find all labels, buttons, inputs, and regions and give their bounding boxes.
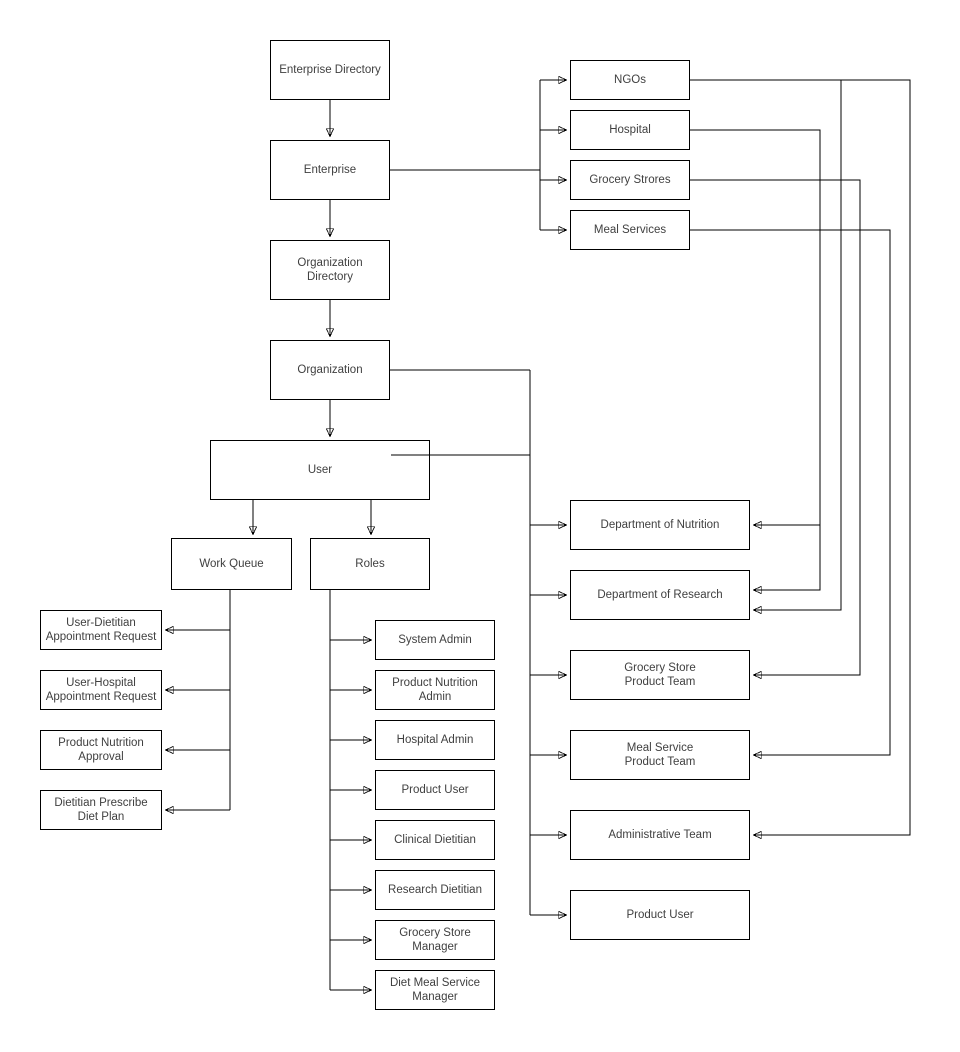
node-product-nutrition-approval[interactable]: Product Nutrition Approval — [40, 730, 162, 770]
node-user[interactable]: User — [210, 440, 430, 500]
node-product-user[interactable]: Product User — [570, 890, 750, 940]
node-enterprise[interactable]: Enterprise — [270, 140, 390, 200]
node-clinical-dietitian[interactable]: Clinical Dietitian — [375, 820, 495, 860]
node-organization-directory[interactable]: Organization Directory — [270, 240, 390, 300]
node-research-dietitian[interactable]: Research Dietitian — [375, 870, 495, 910]
node-department-of-research[interactable]: Department of Research — [570, 570, 750, 620]
node-user-hospital-appointment-request[interactable]: User-Hospital Appointment Request — [40, 670, 162, 710]
node-product-user-role[interactable]: Product User — [375, 770, 495, 810]
node-enterprise-directory[interactable]: Enterprise Directory — [270, 40, 390, 100]
node-meal-services[interactable]: Meal Services — [570, 210, 690, 250]
node-system-admin[interactable]: System Admin — [375, 620, 495, 660]
node-meal-service-product-team[interactable]: Meal Service Product Team — [570, 730, 750, 780]
node-grocery-stores[interactable]: Grocery Strores — [570, 160, 690, 200]
node-work-queue[interactable]: Work Queue — [171, 538, 292, 590]
enterprise-branch-edges — [390, 80, 566, 230]
node-hospital-admin[interactable]: Hospital Admin — [375, 720, 495, 760]
roles-edges — [329, 590, 371, 990]
node-product-nutrition-admin[interactable]: Product Nutrition Admin — [375, 670, 495, 710]
node-hospital[interactable]: Hospital — [570, 110, 690, 150]
node-dietitian-prescribe-diet-plan[interactable]: Dietitian Prescribe Diet Plan — [40, 790, 162, 830]
node-user-dietitian-appointment-request[interactable]: User-Dietitian Appointment Request — [40, 610, 162, 650]
node-grocery-store-manager[interactable]: Grocery Store Manager — [375, 920, 495, 960]
node-diet-meal-service-manager[interactable]: Diet Meal Service Manager — [375, 970, 495, 1010]
node-organization[interactable]: Organization — [270, 340, 390, 400]
node-grocery-store-product-team[interactable]: Grocery Store Product Team — [570, 650, 750, 700]
node-roles[interactable]: Roles — [310, 538, 430, 590]
cross-link-edges — [690, 79, 911, 835]
node-administrative-team[interactable]: Administrative Team — [570, 810, 750, 860]
work-queue-edges — [166, 590, 231, 810]
node-department-of-nutrition[interactable]: Department of Nutrition — [570, 500, 750, 550]
node-ngos[interactable]: NGOs — [570, 60, 690, 100]
